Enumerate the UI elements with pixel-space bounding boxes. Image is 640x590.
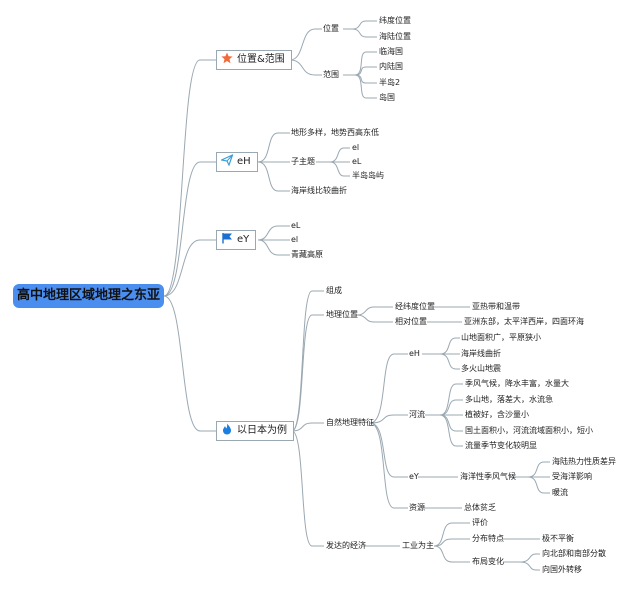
topic-east-asia-pacific[interactable]: 亚洲东部，太平洋西岸，四面环海 xyxy=(464,317,584,326)
topic-terrain[interactable]: 地形多样，地势西高东低 xyxy=(291,128,379,137)
star-icon xyxy=(221,52,233,64)
topic-ocean-influence[interactable]: 受海洋影响 xyxy=(552,472,592,481)
topic-scarce[interactable]: 总体贫乏 xyxy=(464,503,496,512)
topic-warm-current[interactable]: 暖流 xyxy=(552,488,568,497)
topic-relative-position[interactable]: 相对位置 xyxy=(395,317,427,326)
topic-subtropical-temperate[interactable]: 亚热带和温带 xyxy=(472,302,520,311)
topic-economy[interactable]: 发达的经济 xyxy=(326,541,366,550)
branch-label: 以日本为例 xyxy=(237,425,287,436)
topic-thermal-difference[interactable]: 海陆热力性质差异 xyxy=(552,457,616,466)
topic-unbalanced[interactable]: 极不平衡 xyxy=(542,534,574,543)
topic-latitude-position[interactable]: 纬度位置 xyxy=(379,16,411,25)
topic-volcanoes[interactable]: 多火山地震 xyxy=(461,364,501,373)
topic-range[interactable]: 范围 xyxy=(323,70,339,79)
branch-label: 位置&范围 xyxy=(237,54,285,65)
topic-natural-features[interactable]: 自然地理特征 xyxy=(326,418,374,427)
topic-eh[interactable]: eH xyxy=(409,349,420,358)
topic-subtopic[interactable]: 子主题 xyxy=(291,157,315,166)
topic-coastal-countries[interactable]: 临海国 xyxy=(379,47,403,56)
topic-ey[interactable]: eY xyxy=(409,472,419,481)
topic-abroad[interactable]: 向国外转移 xyxy=(542,565,582,574)
branch-eh[interactable]: eH xyxy=(216,152,258,172)
topic-river-4[interactable]: 国土面积小，河流流域面积小，短小 xyxy=(465,426,593,435)
branch-japan-example[interactable]: 以日本为例 xyxy=(216,421,294,441)
topic-el[interactable]: el xyxy=(352,143,360,152)
paper-plane-icon xyxy=(221,154,233,166)
topic-resources[interactable]: 资源 xyxy=(409,503,425,512)
topic-evaluation[interactable]: 评价 xyxy=(472,518,488,527)
topic-land-sea-position[interactable]: 海陆位置 xyxy=(379,32,411,41)
topic-north-south[interactable]: 向北部和南部分散 xyxy=(542,549,606,558)
branch-ey[interactable]: eY xyxy=(216,230,257,250)
topic-maritime-monsoon[interactable]: 海洋性季风气候 xyxy=(460,472,516,481)
topic-tibetan-plateau[interactable]: 青藏高原 xyxy=(291,250,323,259)
flame-icon xyxy=(223,423,231,435)
topic-position[interactable]: 位置 xyxy=(323,24,339,33)
topic-coastline[interactable]: 海岸线比较曲折 xyxy=(291,186,347,195)
topic-mountains[interactable]: 山地面积广，平原狭小 xyxy=(461,333,541,342)
topic-lat-long[interactable]: 经纬度位置 xyxy=(395,302,435,311)
topic-el[interactable]: el xyxy=(291,235,299,244)
topic-layout-change[interactable]: 布局变化 xyxy=(472,557,504,566)
topic-island-countries[interactable]: 岛国 xyxy=(379,93,395,102)
topic-industry[interactable]: 工业为主 xyxy=(402,541,434,550)
topic-coastline-winding[interactable]: 海岸线曲折 xyxy=(461,349,501,358)
topic-el-upper[interactable]: eL xyxy=(352,157,362,166)
topic-geo-location[interactable]: 地理位置 xyxy=(326,310,358,319)
branch-label: eH xyxy=(237,156,251,167)
topic-river-2[interactable]: 多山地，落差大，水流急 xyxy=(465,395,553,404)
topic-distribution[interactable]: 分布特点 xyxy=(472,534,504,543)
topic-peninsula[interactable]: 半岛2 xyxy=(379,78,401,87)
topic-peninsula-islands[interactable]: 半岛岛屿 xyxy=(352,171,384,180)
root-topic[interactable]: 高中地理区域地理之东亚 xyxy=(13,284,164,308)
topic-el-upper[interactable]: eL xyxy=(291,221,301,230)
branch-label: eY xyxy=(237,234,250,245)
topic-composition[interactable]: 组成 xyxy=(326,286,342,295)
branch-position-range[interactable]: 位置&范围 xyxy=(216,50,292,70)
topic-river-5[interactable]: 流量季节变化较明显 xyxy=(465,441,537,450)
topic-rivers[interactable]: 河流 xyxy=(409,410,425,419)
topic-river-1[interactable]: 季风气候，降水丰富，水量大 xyxy=(465,379,569,388)
topic-inland-countries[interactable]: 内陆国 xyxy=(379,62,403,71)
topic-river-3[interactable]: 植被好，含沙量小 xyxy=(465,410,529,419)
flag-icon xyxy=(222,233,232,244)
